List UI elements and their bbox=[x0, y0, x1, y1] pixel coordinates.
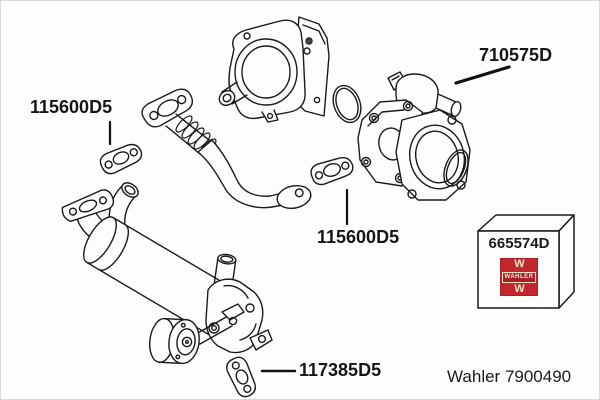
label-egr-valve: 710575D bbox=[479, 45, 553, 65]
egr-pipe-drawing bbox=[141, 88, 312, 210]
throttle-body-drawing bbox=[218, 16, 330, 123]
gasket-middle-drawing bbox=[310, 156, 354, 186]
pointer-line-egr-valve bbox=[454, 65, 511, 85]
label-gasket-top-left: 115600D5 bbox=[30, 97, 113, 117]
packaging-box-drawing bbox=[477, 214, 575, 309]
gasket-top-left-drawing bbox=[99, 143, 143, 175]
label-gasket-middle: 115600D5 bbox=[317, 227, 400, 247]
wahler-brand-logo: W WAHLER W bbox=[500, 258, 538, 296]
o-ring-right-drawing bbox=[443, 149, 469, 187]
gasket-bottom-drawing bbox=[226, 356, 257, 398]
wahler-crest-icon: W bbox=[514, 258, 524, 270]
egr-valve-drawing bbox=[357, 71, 471, 201]
wahler-logo-text: WAHLER bbox=[502, 272, 536, 283]
footer-reference: Wahler 7900490 bbox=[447, 367, 572, 386]
wahler-crest-icon: W bbox=[514, 283, 524, 295]
label-box-part-number: 665574D bbox=[488, 235, 550, 252]
egr-cooler-drawing bbox=[61, 182, 273, 365]
o-ring-left-drawing bbox=[332, 84, 362, 124]
pointer-lines bbox=[108, 65, 511, 373]
label-gasket-bottom: 117385D5 bbox=[299, 360, 382, 380]
